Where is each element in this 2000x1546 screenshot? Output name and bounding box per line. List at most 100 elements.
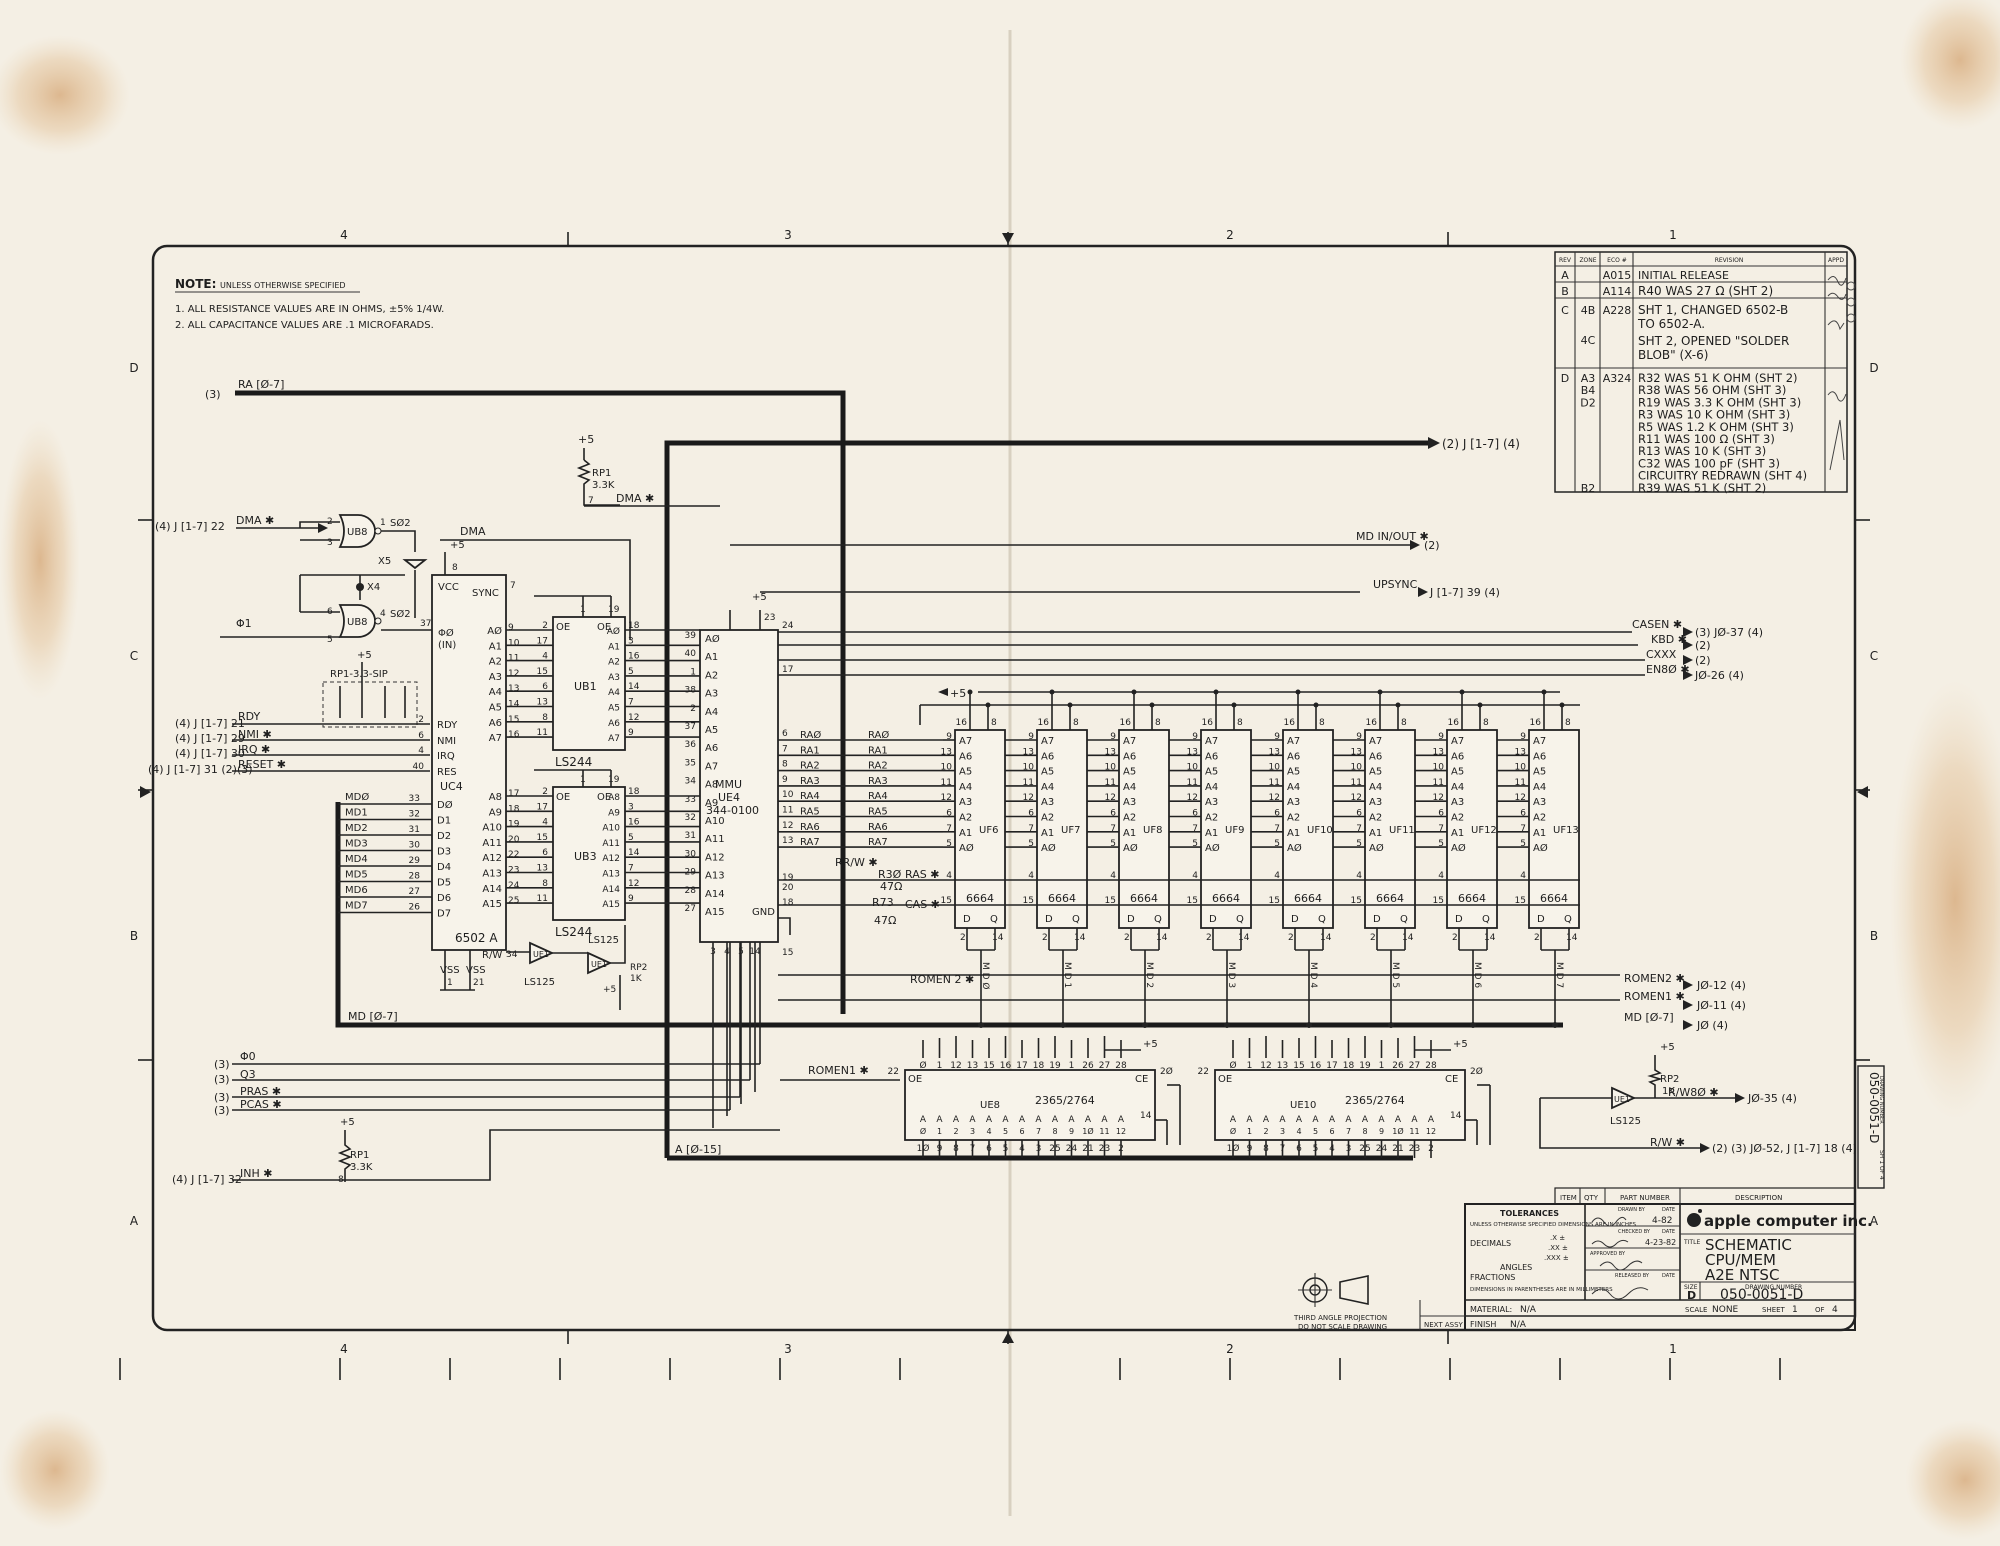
svg-text:DATE: DATE xyxy=(1662,1207,1675,1213)
svg-text:SHEET: SHEET xyxy=(1762,1306,1786,1314)
projection-symbol: THIRD ANGLE PROJECTION DO NOT SCALE DRAW… xyxy=(1293,1273,1387,1331)
rdy-label: RDY xyxy=(238,710,261,723)
rev-a-text: INITIAL RELEASE xyxy=(1638,269,1729,282)
cpu-pin-number: 4 xyxy=(418,746,424,756)
buffer-pin-number: 7 xyxy=(628,864,634,874)
cpu-ref: UC4 xyxy=(440,780,463,793)
ram-pin-number: 10 xyxy=(1269,763,1281,773)
rom-pin-number: 1 xyxy=(937,1061,943,1071)
ram-pin-number: 15 xyxy=(1105,896,1116,906)
rw-label: R/W ✱ xyxy=(1650,1136,1685,1149)
mmu-pin-label: A10 xyxy=(705,816,725,827)
ram-pin-label: A2 xyxy=(1041,813,1054,824)
buffer-pin-number: 13 xyxy=(537,698,548,708)
rev-d-line: R39 WAS 51 K (SHT 2) xyxy=(1638,481,1766,495)
zone-left-d: D xyxy=(129,361,138,375)
cpu-vcc: VCC xyxy=(438,582,459,593)
mmu-pin-number: 34 xyxy=(685,777,697,787)
address-bus xyxy=(664,440,1430,1158)
ram-pin-label: A2 xyxy=(1451,813,1464,824)
ram-pin-number: 16 xyxy=(1284,718,1296,728)
mmu-gnd: GND xyxy=(752,907,775,918)
mmu-pin-number: 6 xyxy=(782,729,788,739)
mmu-pin-label: A2 xyxy=(705,670,718,681)
buffer-pin-number: 4 xyxy=(542,818,548,828)
drawing-title-1: SCHEMATIC xyxy=(1705,1236,1792,1254)
ram-pin-number: 2 xyxy=(1288,933,1294,943)
ram-pin-number: 9 xyxy=(1110,732,1116,742)
ram-pin-label: A2 xyxy=(1533,813,1546,824)
cpu-pin-label: D2 xyxy=(437,831,451,842)
rom-enable-section: ROMEN 2 ✱ ROMEN2 ✱ JØ-12 (4) ROMEN1 ✱ JØ… xyxy=(778,972,1746,1032)
ram-pin-number: 8 xyxy=(1155,718,1161,728)
kbd-label: KBD ✱ xyxy=(1651,633,1687,646)
svg-text:OE: OE xyxy=(556,792,570,803)
cpu-pin-label: A15 xyxy=(482,899,502,910)
ls125-label-1: LS125 xyxy=(524,977,555,988)
rom-pin-label: A xyxy=(1019,1115,1026,1125)
ram-pin-number: 16 xyxy=(956,718,968,728)
rev-header-revision: REVISION xyxy=(1715,257,1744,264)
rom-pin-label: 12 xyxy=(1426,1127,1436,1136)
ram-pin-number: 12 xyxy=(1023,793,1034,803)
romen2-out-label: ROMEN2 ✱ xyxy=(1624,972,1685,985)
cpu-pin-label: A14 xyxy=(482,884,502,895)
notes-block: NOTE: UNLESS OTHERWISE SPECIFIED 1. ALL … xyxy=(175,277,444,331)
cpu-pin-label: A3 xyxy=(489,672,502,683)
svg-text:APPROVED BY: APPROVED BY xyxy=(1590,1251,1626,1257)
ram-pin-number: 10 xyxy=(1187,763,1199,773)
ram-pin-number: 13 xyxy=(1269,747,1280,757)
ra-line-label: RA6 xyxy=(868,822,888,833)
rev-header-eco: ECO # xyxy=(1607,257,1627,264)
rom-pin-number: 22 xyxy=(888,1067,899,1077)
rom-pin-number: 17 xyxy=(1016,1061,1027,1071)
cpu-rw: R/W xyxy=(482,950,502,961)
zone-labels: 4 3 2 1 4 3 2 1 D C B A D C B A xyxy=(129,228,1879,1356)
rev-c-zone-3: 4C xyxy=(1581,334,1596,347)
buffer-pin-number: 15 xyxy=(537,667,548,677)
rom-pin-label: A xyxy=(1246,1115,1253,1125)
zone-top-2: 2 xyxy=(1226,228,1234,242)
rom-pin-label: A xyxy=(1296,1115,1303,1125)
ram-pin-number: 8 xyxy=(1319,718,1325,728)
ram-pin-label: A7 xyxy=(1533,736,1546,747)
svg-text:MATERIAL:: MATERIAL: xyxy=(1470,1305,1512,1314)
rom-pin-label: A xyxy=(1395,1115,1402,1125)
ram-pin-number: 13 xyxy=(1433,747,1444,757)
buffer-pin-number: 9 xyxy=(628,894,634,904)
cpu-control-inputs: (4) J [1-7] 21 RDY (4) J [1-7] 29 NMI ✱ … xyxy=(148,710,430,776)
mmu-pin-label: A9 xyxy=(705,798,718,809)
ram-pin-label: A3 xyxy=(1041,797,1054,808)
cpu-pin-number: 2 xyxy=(418,715,424,725)
ram-pin-number: 15 xyxy=(941,896,952,906)
rom-pin-label: Ø xyxy=(1230,1126,1236,1136)
rom-pin-number: 28 xyxy=(1115,1061,1127,1071)
cpu-pin-number: 29 xyxy=(409,856,421,866)
cpu-phi-pin: 37 xyxy=(420,619,431,629)
ram-pin-number: 6 xyxy=(1438,809,1444,819)
a-bus-right-ref: (2) J [1-7] (4) xyxy=(1442,437,1520,451)
rom-pin-label: A xyxy=(1118,1115,1125,1125)
ram-pin-number: 16 xyxy=(1530,718,1542,728)
ram-pin-number: 16 xyxy=(1202,718,1214,728)
buffer-pin-label: A3 xyxy=(608,673,620,683)
ram-pin-number: 4 xyxy=(1438,871,1444,881)
ram-pin-number: 14 xyxy=(1238,933,1250,943)
cpu-pin-number: 26 xyxy=(409,903,421,913)
buffer-pin-label: A2 xyxy=(608,658,620,668)
rom-pin-label: 4 xyxy=(1296,1127,1301,1136)
buffer-pin-number: 12 xyxy=(628,879,639,889)
ram-pin-number: 13 xyxy=(941,747,952,757)
cpu-pin-number: 12 xyxy=(508,669,519,679)
reset-in-ref: (4) J [1-7] 31 (2)(3) xyxy=(148,763,253,776)
cpu-pin-number: 10 xyxy=(508,638,520,648)
ram-pin-number: 11 xyxy=(1187,778,1198,788)
ram-pin-number: 4 xyxy=(1028,871,1034,881)
ram-pin-number: 16 xyxy=(1120,718,1132,728)
rom-pin-label: 6 xyxy=(1019,1127,1024,1136)
side-drawing-number: 050-0051-D xyxy=(1867,1072,1881,1143)
ram-pin-number: 12 xyxy=(941,793,952,803)
